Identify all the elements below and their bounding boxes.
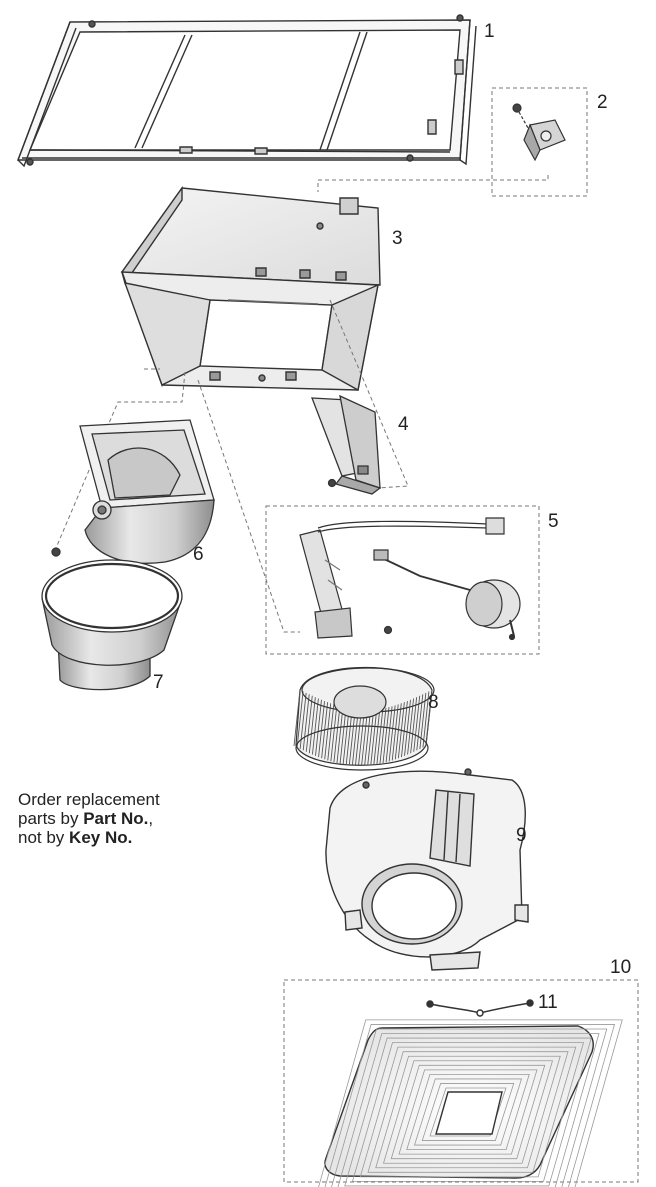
grille-ring (322, 1024, 615, 1187)
grille-icon (314, 1020, 623, 1187)
order-note-line-2-suffix: , (148, 809, 154, 828)
blower-blade (386, 706, 392, 762)
blower-blade (371, 709, 377, 765)
duct-bracket-icon (312, 396, 380, 494)
housing-box-icon (122, 188, 380, 390)
damper-bracket-icon (513, 104, 565, 160)
key-number-6: 6 (193, 544, 204, 565)
order-note-line-3: not by Key No. (18, 828, 160, 847)
blower-blade (328, 704, 334, 760)
key-number-9: 9 (516, 825, 527, 846)
grille-ring (376, 1056, 561, 1168)
blower-blade (340, 708, 346, 764)
grille-ring (422, 1083, 514, 1140)
grille-ring (314, 1020, 623, 1187)
blower-blade (315, 700, 321, 756)
key-number-8: 8 (428, 692, 439, 713)
damper-bracket-group (317, 87, 588, 197)
blower-blade (395, 703, 401, 759)
key-no-label: Key No. (69, 828, 133, 847)
blower-blade (414, 696, 420, 752)
key-number-4: 4 (398, 414, 409, 435)
blower-blade (392, 704, 398, 760)
grille-ring (407, 1074, 530, 1149)
key-number-3: 3 (392, 228, 403, 249)
grille-spring-icon (427, 1000, 533, 1016)
order-note-line-2: parts by Part No., (18, 809, 160, 828)
blower-blade (383, 707, 389, 763)
motor-wiring-group (265, 505, 540, 655)
part-no-label: Part No. (83, 809, 149, 828)
leader-lines (55, 299, 409, 633)
blower-blade (306, 696, 312, 752)
key-number-10: 10 (610, 957, 632, 978)
key-number-11: 11 (538, 992, 558, 1013)
blower-blade (352, 710, 358, 766)
key-number-1: 1 (484, 21, 495, 42)
blower-blade (377, 708, 383, 764)
grille-ring (337, 1034, 599, 1187)
blower-blade (368, 710, 374, 766)
grille-group (283, 979, 639, 1187)
blower-blade (294, 690, 300, 746)
blower-blade (346, 709, 352, 765)
grille-ring (430, 1088, 506, 1136)
grille-ring (329, 1029, 607, 1187)
blower-blade (297, 691, 303, 747)
duct-adapter-icon (52, 420, 214, 563)
blower-blade (389, 705, 395, 761)
grille-ring (360, 1047, 576, 1177)
blower-blade (411, 697, 417, 753)
blower-blade (331, 705, 337, 761)
blower-blade (312, 698, 318, 754)
blower-blade (401, 701, 407, 757)
key-number-2: 2 (597, 92, 608, 113)
blower-blade (420, 693, 426, 749)
motor-wiring-icon (300, 518, 520, 640)
blower-blade (319, 701, 325, 757)
grille-ring (345, 1038, 592, 1186)
blower-blade (426, 690, 432, 746)
blower-blade (374, 709, 380, 765)
blower-blade (423, 691, 429, 747)
blower-blade (355, 710, 361, 766)
blower-blade (380, 708, 386, 764)
blower-blade (417, 694, 423, 750)
grille-ring (353, 1043, 584, 1182)
blower-blade (358, 710, 364, 766)
blower-blade (365, 710, 371, 766)
grille-ring (384, 1061, 553, 1163)
grille-ring (368, 1052, 568, 1173)
blower-blade (309, 697, 315, 753)
key-number-7: 7 (153, 672, 164, 693)
blower-wheel-icon (294, 668, 434, 771)
grille-ring (415, 1079, 522, 1145)
order-note-line-3-prefix: not by (18, 828, 70, 847)
order-note: Order replacement parts by Part No., not… (18, 790, 160, 847)
order-note-line-2-prefix: parts by (18, 809, 84, 828)
grille-ring (391, 1065, 545, 1158)
damper-ring-icon (42, 560, 182, 690)
blower-blade (362, 710, 368, 766)
blower-blade (325, 703, 331, 759)
blower-blade (334, 706, 340, 762)
key-number-5: 5 (548, 511, 559, 532)
blower-blade (343, 708, 349, 764)
blower-blade (405, 700, 411, 756)
blower-scroll-icon (326, 769, 528, 970)
blower-blade (337, 707, 343, 763)
grille-ring (399, 1070, 537, 1154)
order-note-line-1: Order replacement (18, 790, 160, 809)
mounting-frame-icon (18, 15, 476, 166)
blower-blade (349, 709, 355, 765)
blower-blade (303, 694, 309, 750)
blower-blade (408, 698, 414, 754)
